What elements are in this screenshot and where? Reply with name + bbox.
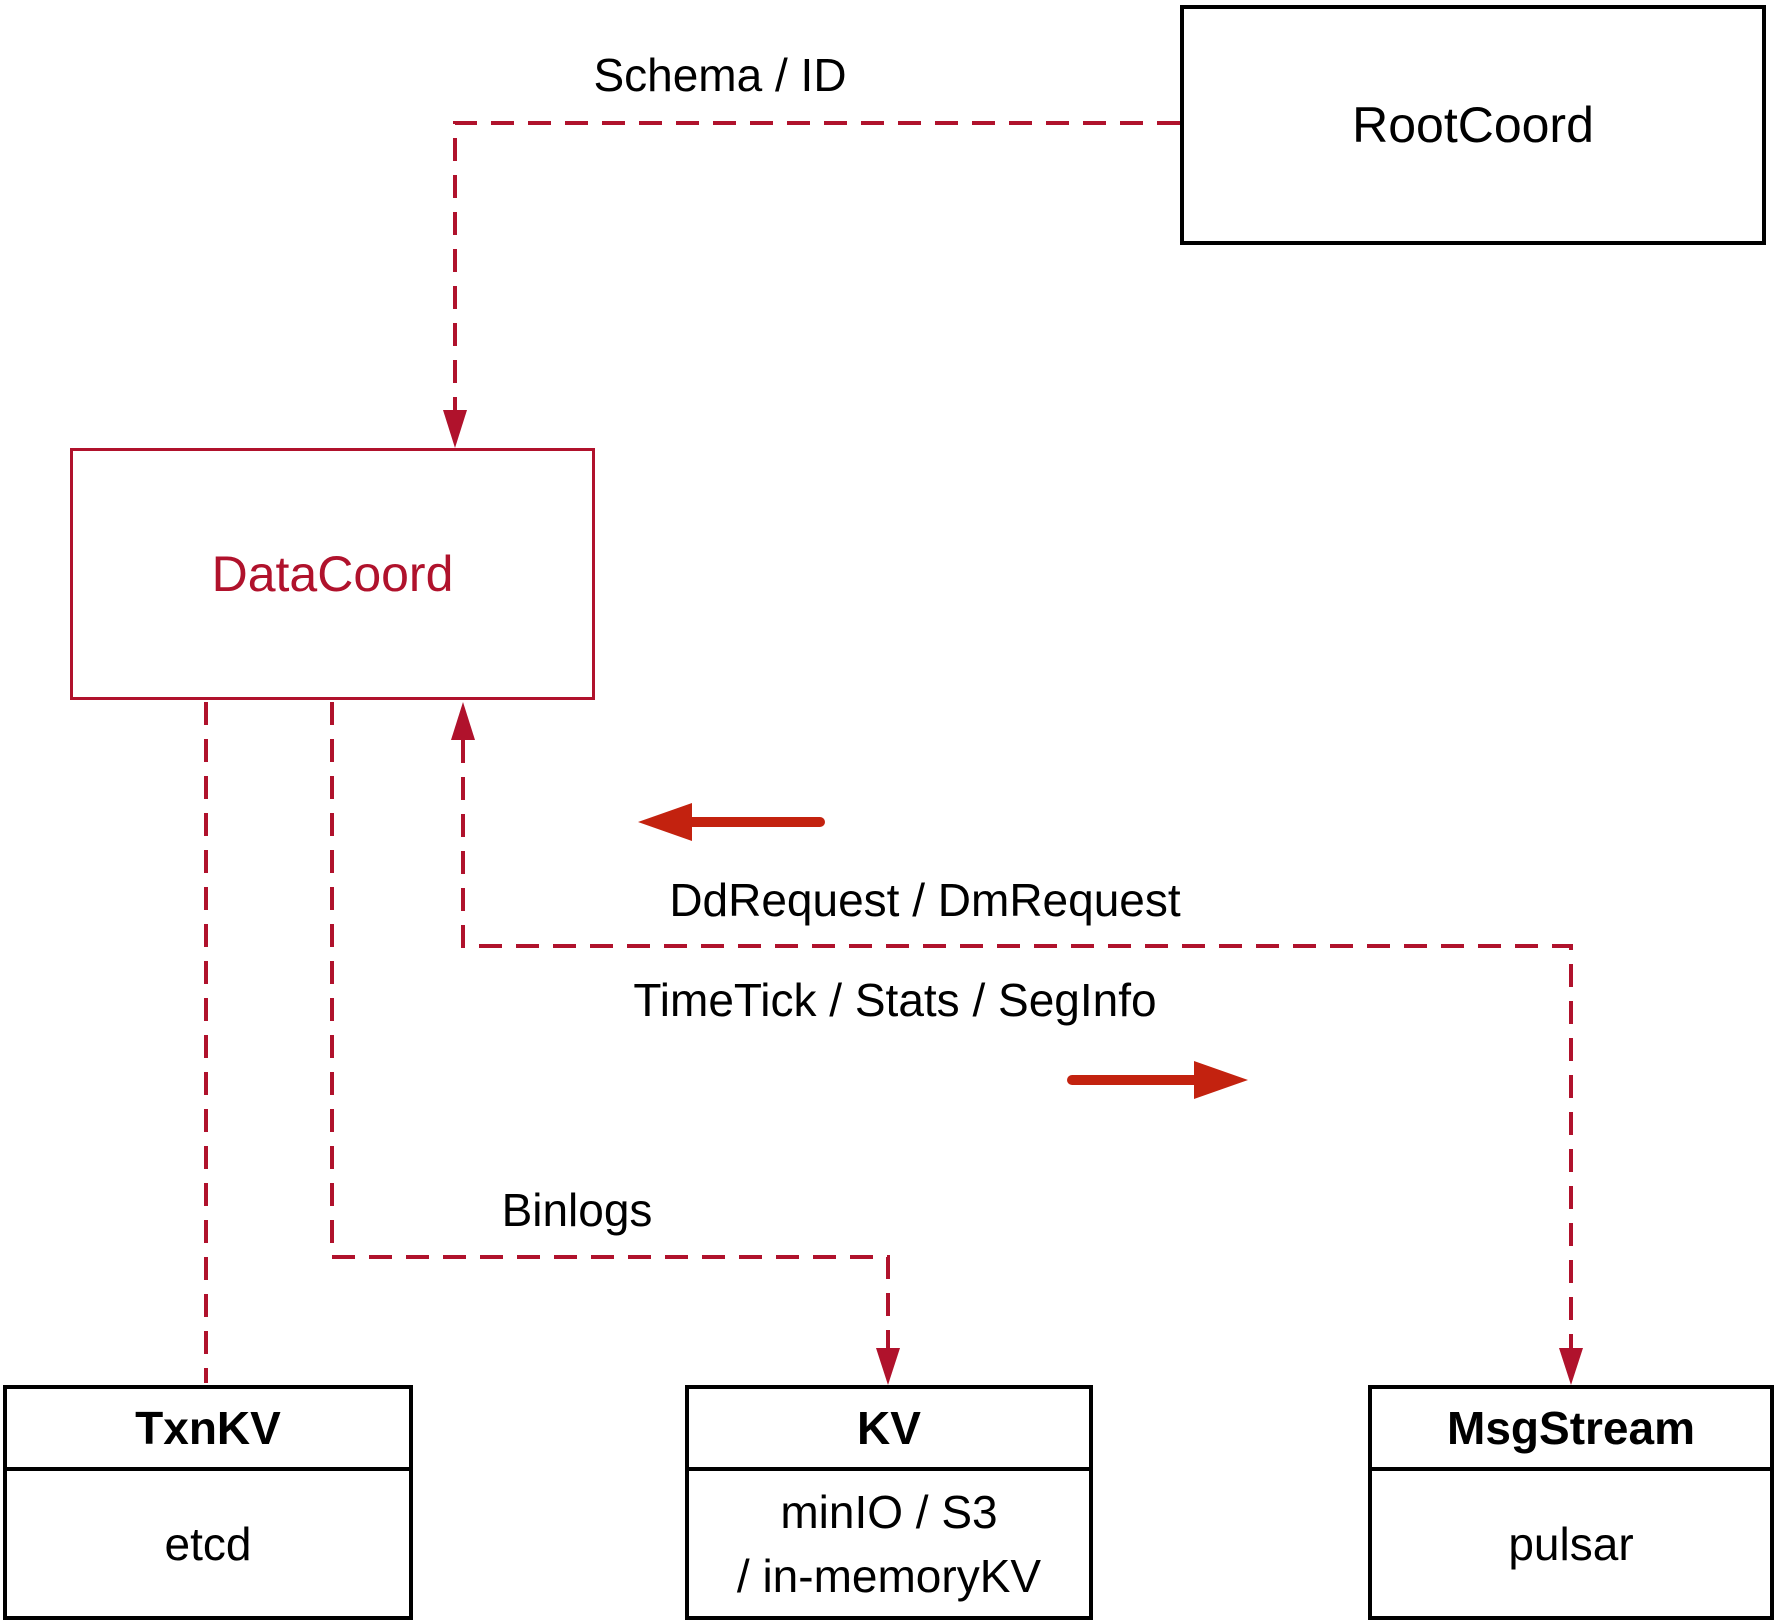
timetick-down-arrowhead-icon bbox=[1559, 1348, 1583, 1385]
node-datacoord: DataCoord bbox=[70, 448, 595, 700]
binlogs-edge-label: Binlogs bbox=[501, 1184, 653, 1236]
schema-id-edge-label: Schema / ID bbox=[593, 49, 847, 101]
node-kv: KV minIO / S3 / in-memoryKV bbox=[685, 1385, 1093, 1620]
datacoord-label: DataCoord bbox=[211, 546, 454, 602]
kv-body-line2: / in-memoryKV bbox=[736, 1549, 1042, 1602]
right-direction-arrow-icon bbox=[1067, 1061, 1248, 1099]
node-txnkv: TxnKV etcd bbox=[3, 1385, 413, 1620]
msgstream-body: pulsar bbox=[1508, 1517, 1634, 1570]
timetick-edge-label: TimeTick / Stats / SegInfo bbox=[633, 974, 1157, 1026]
binlogs-arrowhead-icon bbox=[876, 1348, 900, 1385]
kv-body-line1: minIO / S3 bbox=[780, 1485, 998, 1538]
ddrequest-up-arrowhead-icon bbox=[451, 702, 475, 740]
node-rootcoord: RootCoord bbox=[1180, 5, 1766, 245]
ddrequest-edge-label: DdRequest / DmRequest bbox=[669, 874, 1181, 926]
rootcoord-label: RootCoord bbox=[1352, 97, 1594, 153]
node-msgstream: MsgStream pulsar bbox=[1368, 1385, 1774, 1620]
left-direction-arrow-icon bbox=[638, 803, 825, 841]
txnkv-body: etcd bbox=[164, 1517, 252, 1570]
schema-id-arrowhead-icon bbox=[443, 410, 467, 448]
msgstream-datacoord-connector bbox=[451, 702, 1583, 1385]
msgstream-title: MsgStream bbox=[1372, 1389, 1770, 1471]
kv-title: KV bbox=[689, 1389, 1089, 1471]
txnkv-title: TxnKV bbox=[7, 1389, 409, 1471]
schema-id-connector bbox=[443, 121, 1180, 448]
binlogs-connector bbox=[330, 702, 900, 1385]
